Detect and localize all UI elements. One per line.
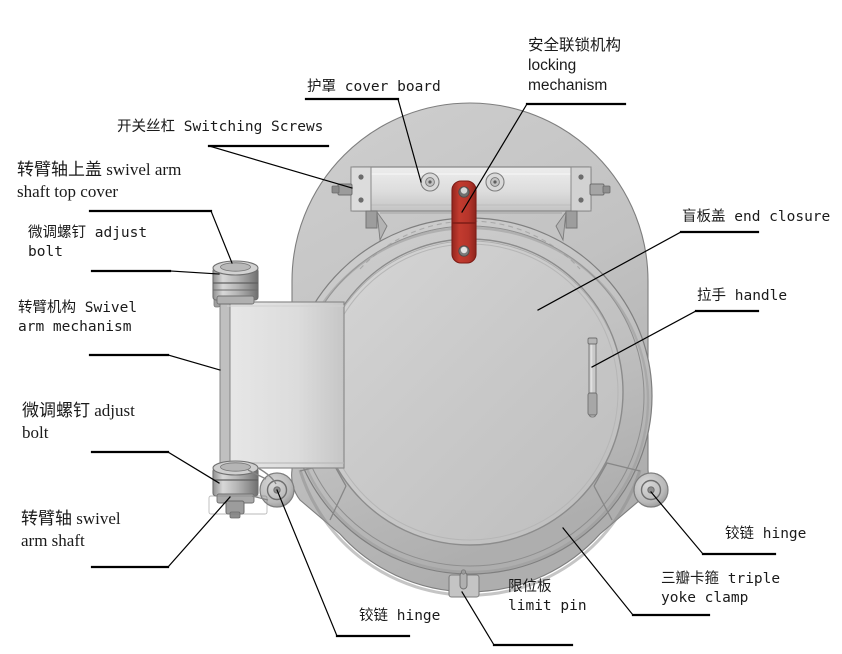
leader-lines <box>88 97 777 647</box>
callout-leader-swivel-arm-shaft-top-cover <box>210 210 233 264</box>
callout-leader-adjust-bolt-top <box>169 270 220 275</box>
callout-leader-triple-yoke-clamp <box>562 527 634 616</box>
handle-part <box>587 337 598 418</box>
callout-label-limit-pin: 限位板 limit pin <box>508 579 587 614</box>
swivel-arm-mechanism-part <box>213 284 345 479</box>
callout-label-swivel-arm-shaft: 转臂轴 swivel arm shaft <box>21 509 121 550</box>
callout-label-hinge-left: 铰链 hinge <box>359 608 441 624</box>
callout-label-swivel-arm-mechanism: 转臂机构 Swivel arm mechanism <box>18 300 138 335</box>
callout-label-cover-board: 护罩 cover board <box>307 79 441 95</box>
swivel-link-arm <box>247 467 277 501</box>
callout-leader-swivel-arm-shaft <box>167 496 231 568</box>
callout-leader-swivel-arm-mechanism <box>167 354 221 371</box>
swivel-arm-shaft-part <box>208 460 268 519</box>
callout-leader-locking-mechanism <box>461 103 528 213</box>
callout-leader-cover-board <box>397 98 422 183</box>
callout-label-hinge-right: 铰链 hinge <box>725 526 807 542</box>
swivel-arm-shaft-top-cover-part <box>212 260 259 305</box>
callout-label-handle: 拉手 handle <box>697 288 788 304</box>
callout-label-switching-screws: 开关丝杠 Switching Screws <box>117 119 324 135</box>
callout-leader-switching-screws <box>208 145 353 189</box>
callout-label-adjust-bolt-bottom: 微调螺钉 adjust bolt <box>22 401 135 442</box>
callout-leader-handle <box>591 310 697 368</box>
callout-label-triple-yoke-clamp: 三瓣卡箍 triple yoke clamp <box>661 571 781 606</box>
hinge-right-part <box>633 472 669 508</box>
locking-mechanism-part <box>451 180 477 264</box>
callout-label-adjust-bolt-top: 微调螺钉 adjust bolt <box>28 225 148 260</box>
callout-label-swivel-arm-shaft-top-cover: 转臂轴上盖 swivel arm shaft top cover <box>17 160 182 201</box>
callout-leader-limit-pin <box>461 591 495 646</box>
limit-pin-part <box>448 569 480 598</box>
switching-screws-part <box>331 183 611 196</box>
callout-label-end-closure: 盲板盖 end closure <box>682 209 831 225</box>
callout-label-locking-mechanism: 安全联锁机构 locking mechanism <box>528 37 622 94</box>
callout-leader-hinge-left <box>276 489 338 637</box>
callout-leader-hinge-right <box>650 491 704 555</box>
callout-leader-end-closure <box>537 231 682 311</box>
callout-leader-adjust-bolt-bottom <box>167 451 220 484</box>
